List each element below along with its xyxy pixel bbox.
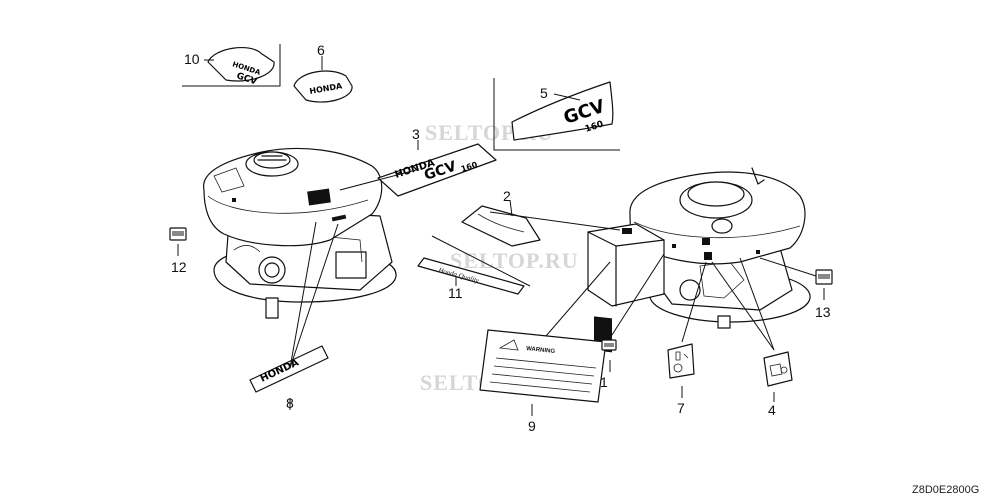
part-4-oil-label — [711, 257, 793, 402]
left-engine — [203, 147, 397, 319]
part-9-warning-label: WARNING — [479, 261, 611, 416]
callout-10: 10 — [184, 51, 200, 67]
callout-1: 1 — [600, 374, 608, 390]
part-2-wedge-label — [461, 199, 621, 247]
callout-12: 12 — [171, 259, 187, 275]
callout-3: 3 — [412, 126, 420, 142]
part-13-tag — [759, 257, 833, 300]
callout-2: 2 — [503, 188, 511, 204]
part-7-symbol-label — [667, 261, 707, 398]
part-12-tag — [169, 227, 187, 256]
callout-5: 5 — [540, 85, 548, 101]
callout-9: 9 — [528, 418, 536, 434]
part-10-emblem: HONDA GCV — [182, 44, 281, 87]
callout-6: 6 — [317, 42, 325, 58]
callout-8: 8 — [286, 395, 294, 411]
callout-13: 13 — [815, 304, 831, 320]
part-5-gcv-decal: GCV 160 — [493, 78, 620, 151]
callout-4: 4 — [768, 402, 776, 418]
callout-numbers: 1 2 3 4 5 6 7 8 9 10 11 12 13 — [171, 42, 831, 434]
right-engine — [587, 167, 811, 353]
part-8-honda-strip: HONDA — [249, 221, 339, 410]
callout-11: 11 — [448, 285, 463, 301]
part-3-main-label: HONDA GCV 160 — [339, 140, 497, 197]
watermark-middle: SELTOP.RU — [450, 248, 579, 273]
part-11-signature-strip: Honda Quality — [417, 235, 531, 295]
diagram-code: Z8D0E2800G — [912, 484, 979, 496]
part-1-tag — [601, 253, 665, 372]
callout-7: 7 — [677, 400, 685, 416]
label-9-warning-text: WARNING — [526, 346, 556, 355]
part-6-cap-emblem: HONDA — [293, 56, 353, 103]
